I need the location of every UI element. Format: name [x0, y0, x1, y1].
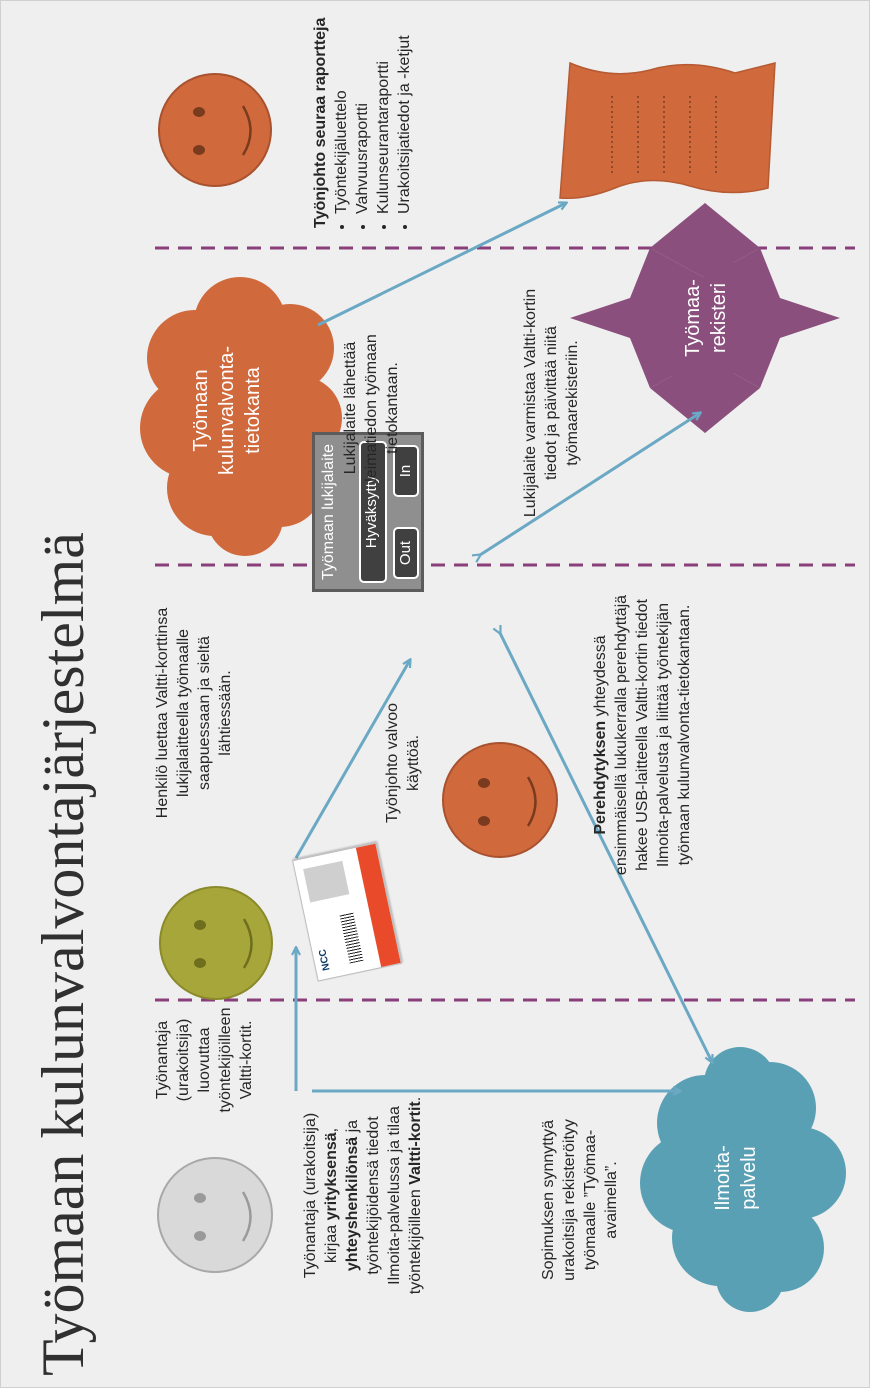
- database-label: Työmaan kulunvalvonta-tietokanta: [190, 346, 264, 475]
- arrow-reader-ilmoita: [500, 633, 712, 1062]
- ilmoita-label: Ilmoita-palvelu: [712, 1145, 760, 1211]
- database-send-text: Lukijalaite lähettää leimatiedon työmaan…: [342, 334, 401, 482]
- report-item: Työntekijäluettelo: [331, 0, 352, 214]
- smiley-face-icon: [158, 73, 272, 187]
- management-heading: Työnjohto seuraa raportteja: [312, 17, 329, 228]
- registry-label: Työmaa-rekisteri: [682, 279, 730, 357]
- report-item: Kulunseurantaraportti: [373, 0, 394, 214]
- database-cloud-icon: [140, 277, 342, 556]
- report-lines-icon: [611, 93, 717, 173]
- report-item: Vahvuusraportti: [352, 0, 373, 214]
- induction-text: Perehdytyksen yhteydessä ensimmäisellä l…: [592, 594, 693, 876]
- reader-out-button[interactable]: Out: [393, 527, 419, 579]
- employer-handout-text: Työnantaja (urakoitsija) luovuttaa työnt…: [154, 1007, 255, 1113]
- card-logo: NCC: [317, 948, 333, 972]
- document-scroll-icon: [559, 61, 776, 200]
- employer-register-text: Työnantaja (urakoitsija) kirjaa yritykse…: [302, 1096, 424, 1295]
- card-photo: [303, 860, 350, 903]
- contract-text: Sopimuksen synnyttyä urakoitsija rekiste…: [540, 1119, 620, 1281]
- reader-label: Työmaan lukijalaite: [320, 443, 337, 581]
- database-verify-text: Lukijalaite varmistaa Valtti-kortin tied…: [522, 288, 581, 518]
- ilmoita-cloud-icon: [640, 1047, 846, 1312]
- arrow-card-to-reader: [294, 660, 410, 859]
- supervisor-text: Työnjohto valvoo käyttöä.: [384, 702, 422, 824]
- neutral-face-icon: [157, 1157, 273, 1273]
- report-item: Urakoitsijatiedot ja -ketjut: [394, 0, 415, 214]
- arrow-reader-registry: [480, 413, 700, 555]
- smiley-face-icon: [442, 742, 558, 858]
- management-reports-block: Työnjohto seuraa raportteja Työntekijälu…: [310, 0, 415, 228]
- card-barcode: [339, 911, 364, 964]
- report-list: Työntekijäluettelo Vahvuusraportti Kulun…: [331, 0, 415, 228]
- worker-card-read-text: Henkilö luettaa Valtti-korttinsa lukijal…: [154, 607, 234, 819]
- smiley-face-icon: [159, 886, 273, 1000]
- arrow-database-to-report: [317, 203, 566, 327]
